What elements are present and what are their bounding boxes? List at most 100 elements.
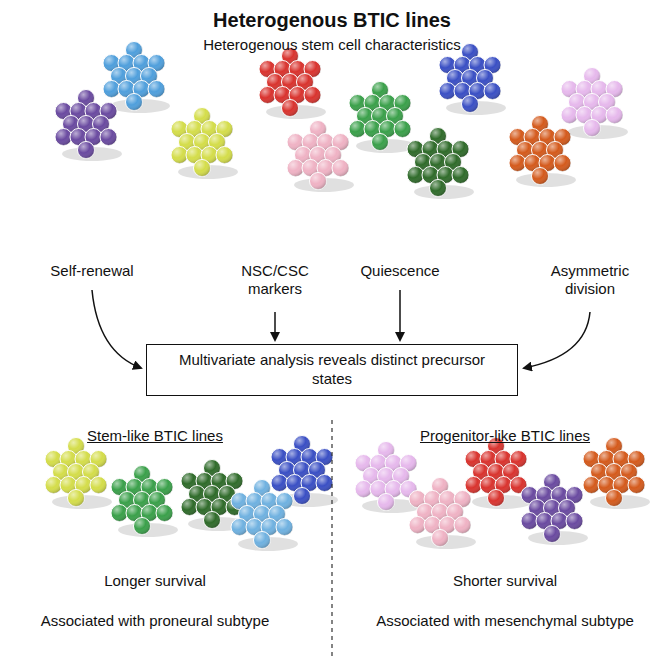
cell-shading: [583, 477, 600, 494]
cell: [310, 173, 327, 190]
cell-shading: [430, 180, 447, 197]
cell: [103, 81, 120, 98]
cell-shading: [349, 121, 366, 138]
cell-shading: [148, 81, 165, 98]
subtitle: Heterogenous stem cell characteristics: [203, 36, 461, 54]
cell-shading: [355, 481, 372, 498]
cell: [584, 120, 601, 137]
cell-shading: [465, 477, 482, 494]
cell: [432, 530, 449, 547]
cell-shading: [606, 490, 623, 507]
cell-shading: [126, 94, 143, 111]
cell: [45, 477, 62, 494]
cell-shading: [100, 129, 117, 146]
cell: [316, 475, 333, 492]
cell: [488, 490, 505, 507]
cell-shading: [378, 494, 395, 511]
outcome-label: Longer survival: [104, 572, 206, 590]
process-box: Multivariate analysis reveals distinct p…: [146, 344, 518, 396]
cell: [606, 490, 623, 507]
cell: [304, 87, 321, 104]
cell-shading: [204, 512, 221, 529]
cell-shading: [287, 160, 304, 177]
cell: [521, 513, 538, 530]
cell: [561, 107, 578, 124]
cell: [606, 107, 623, 124]
cell: [430, 180, 447, 197]
cell-shading: [566, 513, 583, 530]
cell-shading: [90, 477, 107, 494]
figure-title: Heterogenous BTIC lines: [213, 8, 451, 32]
cell-shading: [407, 167, 424, 184]
cell: [171, 147, 188, 164]
feature-label: Asymmetric division: [540, 262, 640, 298]
arrow: [524, 312, 590, 368]
cell-shading: [484, 83, 501, 100]
cell: [156, 505, 173, 522]
box-text: Multivariate analysis reveals distinct p…: [159, 351, 505, 389]
cell: [454, 517, 471, 534]
cell-shading: [452, 167, 469, 184]
cell-shading: [606, 107, 623, 124]
cell-shading: [271, 475, 288, 492]
cell: [276, 519, 293, 536]
cell: [409, 517, 426, 534]
cell-shading: [409, 517, 426, 534]
cell-shading: [194, 160, 211, 177]
cell: [407, 167, 424, 184]
cell-shading: [584, 120, 601, 137]
cell-shading: [171, 147, 188, 164]
feature-label: NSC/CSC markers: [225, 262, 325, 298]
cell: [452, 167, 469, 184]
outcome-label: Shorter survival: [453, 572, 557, 590]
cell-shading: [55, 129, 72, 146]
cell-shading: [294, 488, 311, 505]
cell: [259, 87, 276, 104]
cell: [78, 142, 95, 159]
cell: [231, 519, 248, 536]
cell-shading: [276, 519, 293, 536]
cell: [462, 96, 479, 113]
cell-shading: [332, 160, 349, 177]
cell-shading: [394, 121, 411, 138]
cell-shading: [78, 142, 95, 159]
cell: [126, 94, 143, 111]
cell: [55, 129, 72, 146]
cell-shading: [454, 517, 471, 534]
cell: [68, 490, 85, 507]
cell: [254, 532, 271, 549]
cell-shading: [103, 81, 120, 98]
cell: [583, 477, 600, 494]
cell: [554, 155, 571, 172]
feature-label: Quiescence: [360, 262, 439, 280]
cell: [378, 494, 395, 511]
cell: [532, 168, 549, 185]
group-heading: Progenitor-like BTIC lines: [420, 427, 590, 445]
subtype-label: Associated with proneural subtype: [30, 612, 280, 630]
cell-shading: [628, 477, 645, 494]
cell-shading: [45, 477, 62, 494]
cell-shading: [181, 499, 198, 516]
cell-shading: [521, 513, 538, 530]
cell-shading: [216, 147, 233, 164]
cell-shading: [254, 532, 271, 549]
cell-shading: [156, 505, 173, 522]
cell: [372, 134, 389, 151]
cell: [509, 155, 526, 172]
cell-shading: [432, 530, 449, 547]
cell: [349, 121, 366, 138]
cell: [216, 147, 233, 164]
cell-shading: [544, 526, 561, 543]
cell: [544, 526, 561, 543]
arrow: [274, 312, 276, 340]
cell-shading: [111, 505, 128, 522]
cell-clusters: [45, 42, 650, 552]
cell: [355, 481, 372, 498]
cell-shading: [561, 107, 578, 124]
cell: [111, 505, 128, 522]
cell: [439, 83, 456, 100]
cell: [394, 121, 411, 138]
cell-shading: [282, 100, 299, 117]
